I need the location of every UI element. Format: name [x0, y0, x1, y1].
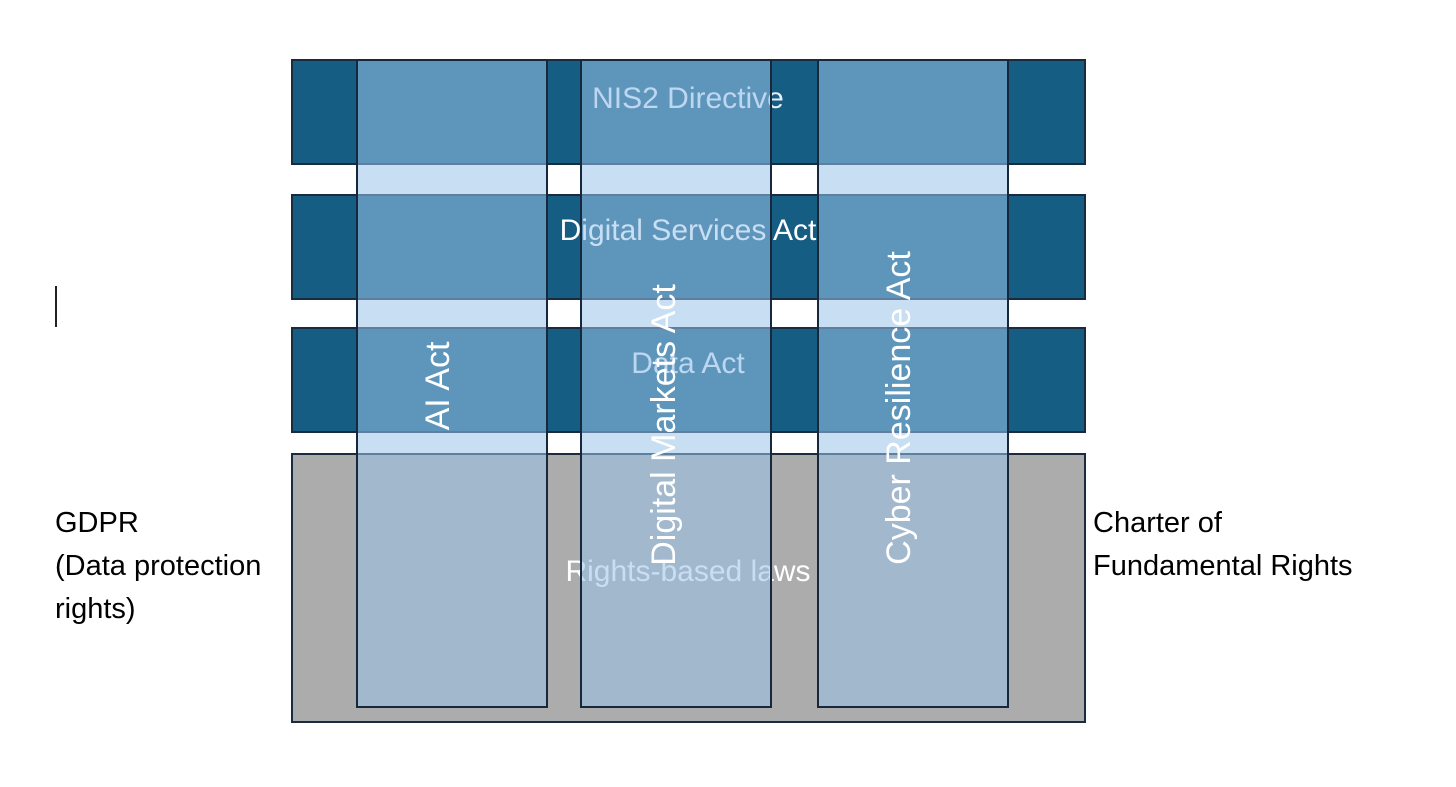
pillar-label-ai-act: AI Act: [419, 341, 457, 431]
charter-note: Charter of Fundamental Rights: [1093, 502, 1353, 588]
text-cursor: [55, 286, 57, 327]
pillar-ai-act: [356, 59, 548, 708]
gdpr-note-line3: rights): [55, 593, 136, 625]
pillar-cyber-resilience-act: [817, 59, 1009, 708]
gdpr-note-line2: (Data protection: [55, 550, 262, 582]
charter-note-line2: Fundamental Rights: [1093, 550, 1353, 582]
gdpr-note-line1: GDPR: [55, 507, 139, 539]
pillar-digital-markets-act: [580, 59, 772, 708]
charter-note-line1: Charter of: [1093, 507, 1222, 539]
pillar-label-cra: Cyber Resilience Act: [880, 251, 918, 565]
gdpr-note: GDPR (Data protection rights): [55, 502, 261, 631]
pillar-label-dma: Digital Markets Act: [645, 284, 683, 566]
